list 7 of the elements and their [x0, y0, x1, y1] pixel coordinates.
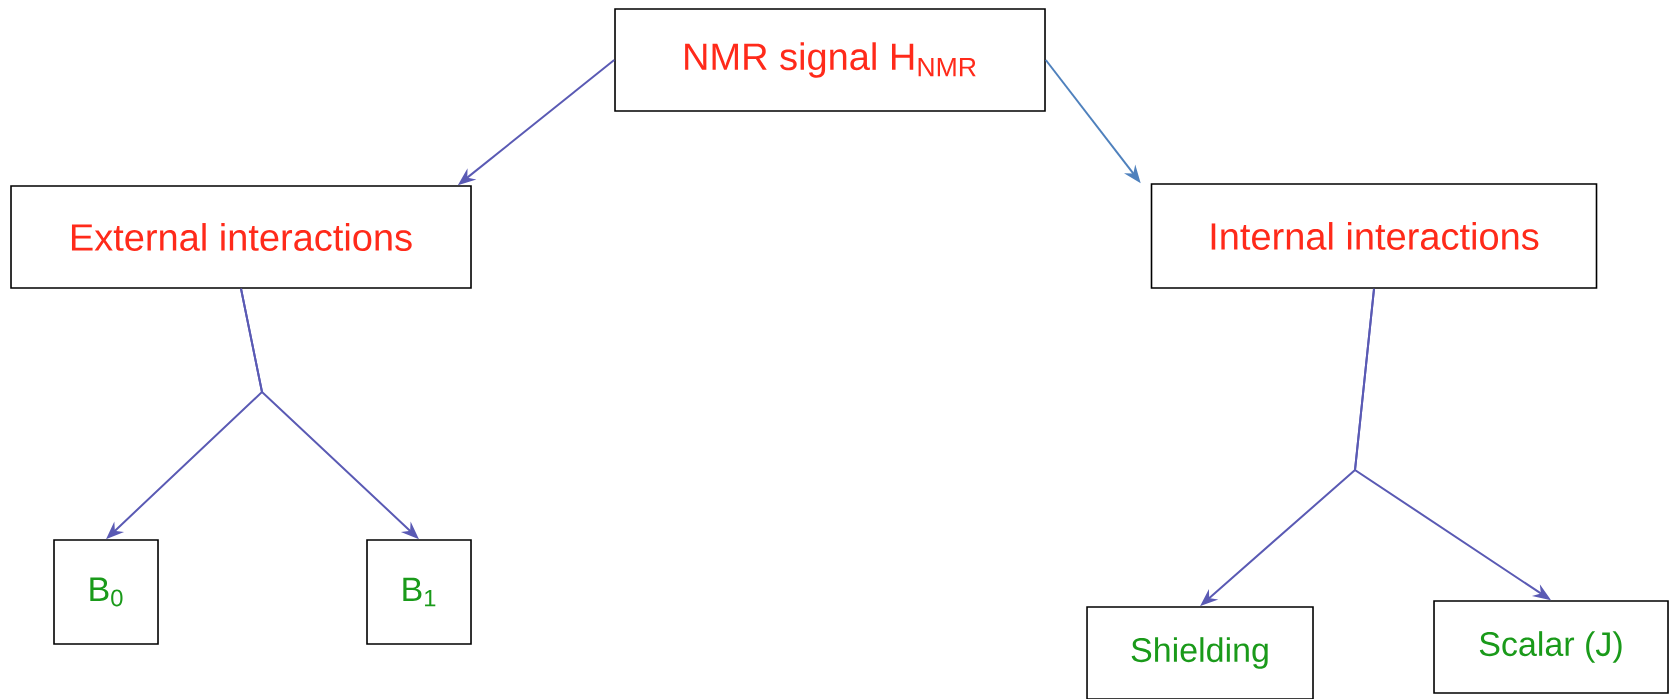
text-box: NMR signal H$_{NMR}$ — [614, 8, 1046, 112]
text-box: B$_{0}$ — [53, 539, 159, 645]
text-box: B$_{1}$ — [366, 539, 472, 645]
text-box: Internal interactions — [1150, 183, 1598, 289]
text-box: External interactions — [10, 185, 472, 289]
text-box: Scalar (J) — [1433, 600, 1669, 694]
text-box: Shielding — [1086, 606, 1314, 699]
